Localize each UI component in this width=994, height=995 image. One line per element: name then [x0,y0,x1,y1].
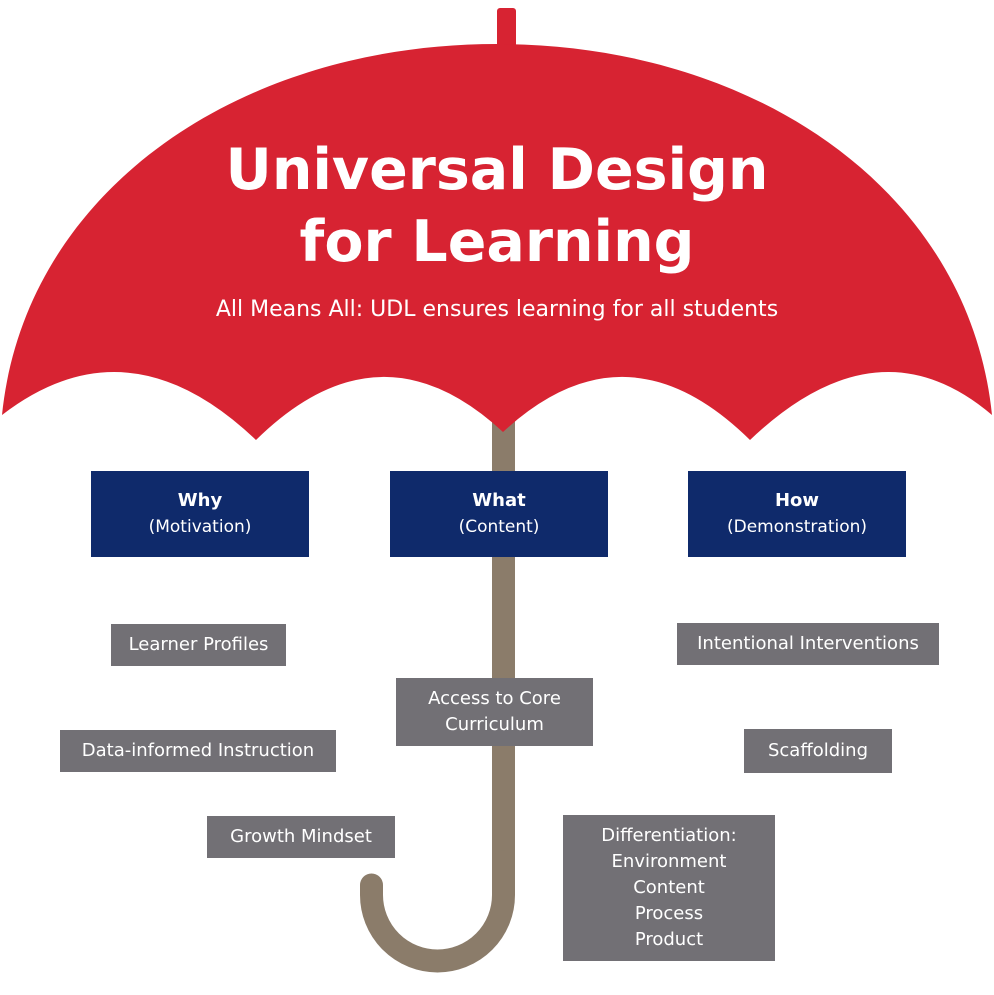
umbrella-tip [497,8,516,48]
practice-line: Curriculum [445,714,544,735]
why-box-bg [91,471,309,557]
practice-line: Differentiation: [601,825,737,846]
practice-line: Environment [611,851,727,872]
practice-intentional-interventions: Intentional Interventions [697,633,919,654]
what-box-bg [390,471,608,557]
practice-data-informed-instruction: Data-informed Instruction [81,740,315,761]
practice-line: Process [634,903,704,924]
title-line-2: for Learning [299,209,695,275]
principle-sub: (Content) [458,517,540,537]
subtitle: All Means All: UDL ensures learning for … [215,297,779,322]
practice-line: Product [634,929,704,950]
principle-why: Why (Motivation) [91,471,309,557]
practice-scaffolding: Scaffolding [767,740,869,761]
practice-differentiation: Differentiation: Environment Content Pro… [563,815,775,961]
principle-heading: Why [177,490,223,511]
practice-access-to-core: Access to Core Curriculum [396,678,593,746]
practice-learner-profiles: Learner Profiles [128,634,269,655]
data-informed-bg [60,730,336,772]
learner-profiles-bg [111,624,286,666]
principle-sub: (Demonstration) [726,517,868,537]
differentiation-bg [563,815,775,961]
umbrella-handle [360,850,515,973]
practice-growth-mindset: Growth Mindset [230,826,372,847]
practice-line: Access to Core [428,688,561,709]
intentional-bg [677,623,939,665]
principle-heading: What [472,490,526,511]
principle-sub: (Motivation) [148,517,252,537]
principle-how: How (Demonstration) [688,471,906,557]
title-line-1: Universal Design [225,137,769,203]
growth-mindset-bg [207,816,395,858]
how-box-bg [688,471,906,557]
principle-what: What (Content) [390,471,608,557]
principle-heading: How [774,490,820,511]
scaffolding-bg [744,729,892,773]
practice-line: Content [633,877,705,898]
umbrella-canopy [2,44,992,440]
access-core-bg [396,678,593,746]
